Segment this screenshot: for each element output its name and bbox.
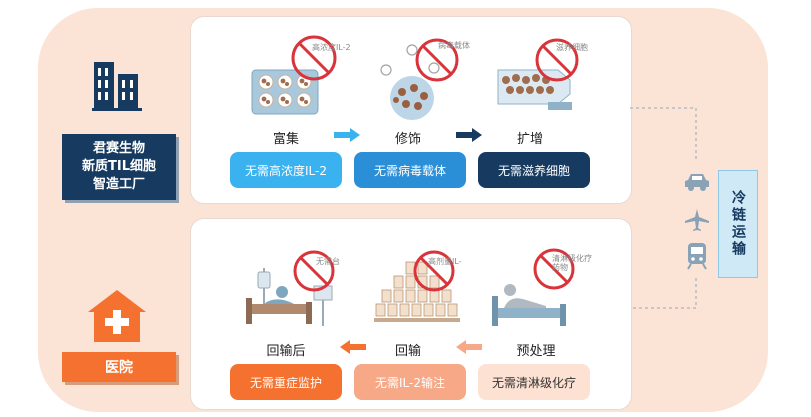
factory-step-label-1: 富集 <box>272 132 299 147</box>
arrow-right-icon-2 <box>456 128 482 142</box>
arrow-left-icon-2 <box>456 340 482 354</box>
hospital-label: 医院 <box>62 352 176 382</box>
factory-pill-3: 无需滋养细胞 <box>478 152 590 188</box>
factory-label-line-3: 智造工厂 <box>92 177 145 192</box>
hospital-step-label-1: 回输后 <box>266 344 306 359</box>
hospital-step-label-2: 回输 <box>394 344 421 359</box>
prohibit-icon-hospital-2 <box>413 250 455 292</box>
prohibited-tag-factory-3: 滋养细胞 <box>556 43 588 52</box>
prohibit-icon-factory-3 <box>535 38 579 82</box>
hospital-pill-3: 无需清淋级化疗 <box>478 364 590 400</box>
prohibited-tag-hospital-2: 高剂量IL- <box>428 257 462 266</box>
arrow-right-icon-1 <box>334 128 360 142</box>
prohibit-icon-factory-2 <box>415 38 459 82</box>
virus-vector-icon <box>380 44 440 120</box>
prohibit-icon-factory-1 <box>291 35 337 81</box>
airplane-icon <box>685 209 709 231</box>
car-icon <box>685 174 709 191</box>
factory-pill-1: 无需高浓度IL-2 <box>230 152 342 188</box>
prohibited-tag-factory-1: 高浓度IL-2 <box>312 43 351 52</box>
cold-chain-label: 冷链运输 <box>730 190 746 258</box>
factory-label-line-1: 君赛生物 <box>92 141 145 156</box>
prohibited-tag-factory-2: 病毒载体 <box>438 41 470 50</box>
factory-step-label-2: 修饰 <box>394 132 421 147</box>
prohibited-tag-hospital-1: 无需台 <box>316 257 340 266</box>
patient-bed-icon <box>492 284 566 326</box>
building-icon <box>92 62 142 111</box>
factory-label-line-2: 新质TIL细胞 <box>82 159 156 174</box>
infusion-vials-icon <box>374 261 460 322</box>
train-icon <box>687 243 707 270</box>
prohibited-tag-hospital-3: 清淋级化疗药物 <box>552 254 592 272</box>
prohibit-icon-hospital-3 <box>533 248 575 290</box>
factory-step-label-3: 扩增 <box>516 132 543 147</box>
hospital-pill-1: 无需重症监护 <box>230 364 342 400</box>
hospital-step-label-3: 预处理 <box>516 344 556 359</box>
factory-pill-2: 无需病毒载体 <box>354 152 466 188</box>
logistics-connector <box>630 107 697 309</box>
cold-chain-box: 冷链运输 <box>718 170 758 278</box>
hospital-pill-2: 无需IL-2输注 <box>354 364 466 400</box>
hospital-cross-icon <box>88 290 146 342</box>
factory-label: 君赛生物 新质TIL细胞 智造工厂 <box>62 134 176 200</box>
arrow-left-icon-1 <box>340 340 366 354</box>
prohibit-icon-hospital-1 <box>293 250 335 292</box>
